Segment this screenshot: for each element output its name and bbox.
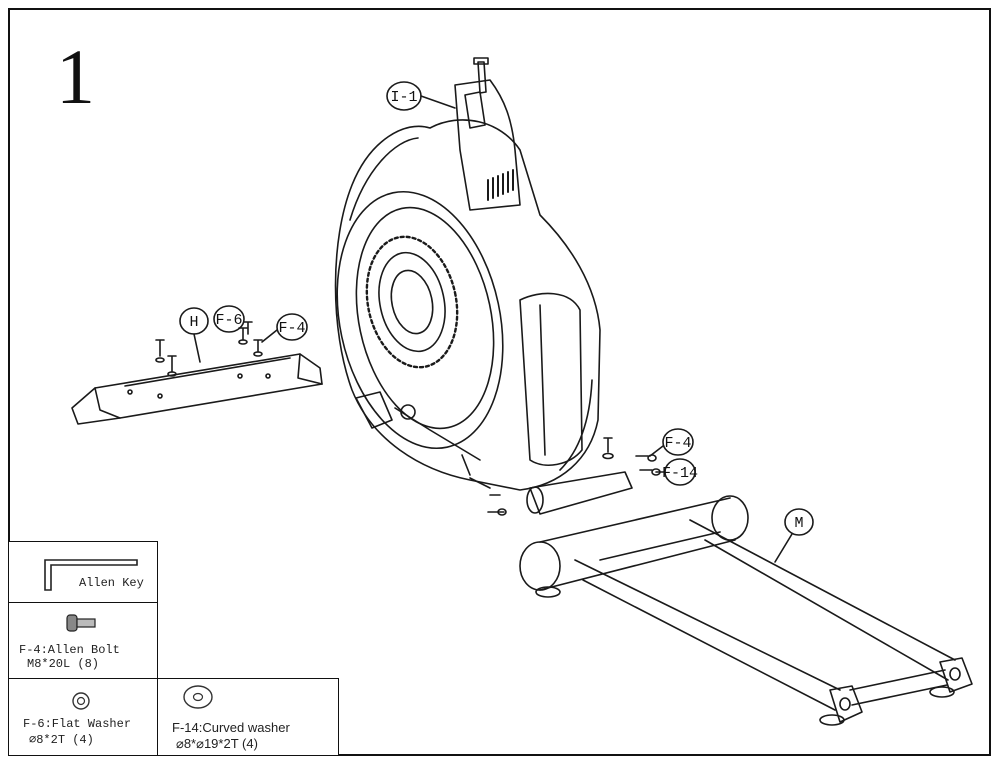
label-bolt-front: F-4 — [278, 320, 305, 337]
callout-bolt-front: F-4 — [261, 313, 308, 343]
label-bolt-rear: F-4 — [664, 435, 691, 452]
bolt-icon — [66, 614, 96, 632]
rear-stabilizer — [519, 495, 973, 726]
flat-washer-spec: ⌀8*2T (4) — [29, 733, 94, 747]
flat-washer-name: F-6:Flat Washer — [23, 717, 132, 731]
curved-washer-spec: ⌀8*⌀19*2T (4) — [176, 736, 258, 751]
callout-console: I-1 — [386, 81, 456, 111]
legend-allen-bolt: F-4:Allen Bolt M8*20L (8) — [8, 602, 158, 679]
label-washer-front: F-6 — [215, 312, 242, 329]
callout-stabilizer: H — [179, 307, 209, 363]
front-hardware — [155, 321, 263, 377]
curved-washer-name: F-14:Curved washer — [172, 720, 290, 735]
bolt-spec: M8*20L (8) — [27, 657, 100, 671]
callout-curved-washer: F-14 — [655, 458, 698, 486]
label-curved-washer: F-14 — [662, 465, 698, 482]
front-stabilizer — [71, 353, 323, 425]
legend-allen-key: Allen Key — [8, 541, 158, 603]
legend-curved-washer: F-14:Curved washer ⌀8*⌀19*2T (4) — [157, 678, 339, 756]
legend-flat-washer: F-6:Flat Washer ⌀8*2T (4) — [8, 678, 158, 756]
label-stabilizer: H — [189, 314, 198, 331]
label-rear-stabilizer: M — [794, 515, 803, 532]
step-number: 1 — [56, 33, 95, 120]
main-frame-body — [334, 119, 601, 491]
allen-key-label: Allen Key — [79, 576, 144, 590]
console-mast — [454, 57, 521, 211]
curved-washer-icon — [183, 685, 213, 709]
callout-washer-front: F-6 — [213, 305, 245, 333]
rear-bracket — [355, 391, 661, 516]
bolt-name: F-4:Allen Bolt — [19, 643, 120, 657]
callout-bolt-rear: F-4 — [649, 428, 694, 457]
allen-key-icon — [44, 559, 138, 591]
callout-rear-stabilizer: M — [774, 508, 814, 563]
diagram-frame — [8, 8, 991, 756]
flat-washer-icon — [72, 692, 90, 710]
label-console: I-1 — [390, 89, 417, 106]
